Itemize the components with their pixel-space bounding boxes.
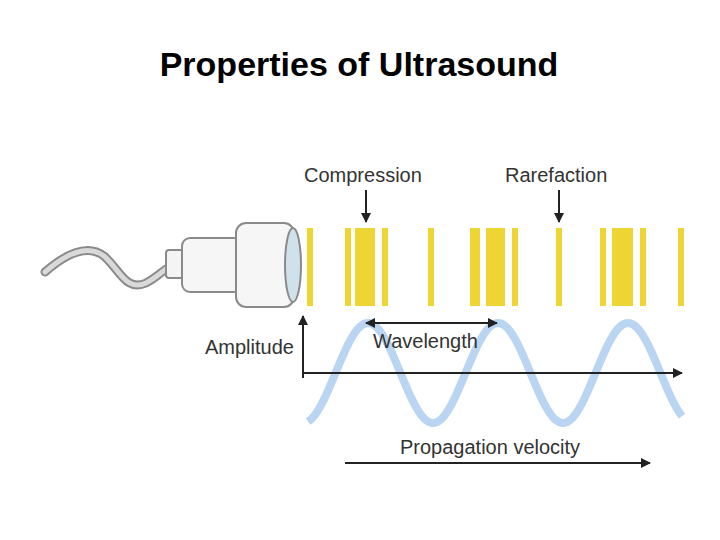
- pressure-band: [556, 228, 562, 306]
- transducer-face: [285, 228, 301, 302]
- pressure-band: [355, 228, 375, 306]
- amplitude-axis: [302, 316, 304, 378]
- pressure-band: [428, 228, 434, 306]
- pressure-band: [345, 228, 351, 306]
- pressure-band: [382, 228, 388, 306]
- pressure-band: [470, 228, 480, 306]
- pressure-band: [512, 228, 518, 306]
- pressure-band: [600, 228, 606, 306]
- dimension-label: Wavelength: [373, 330, 478, 352]
- pressure-band: [678, 228, 684, 306]
- pressure-band: [612, 228, 633, 306]
- slide-title: Properties of Ultrasound: [0, 46, 718, 83]
- arrow-label: Propagation velocity: [400, 436, 580, 458]
- pressure-band: [486, 228, 505, 306]
- callout-label: Compression: [304, 164, 422, 186]
- axis-label: Amplitude: [205, 336, 294, 358]
- transducer-cable: [45, 250, 178, 285]
- rarefaction-pointer: [558, 190, 560, 222]
- transducer-handle: [182, 238, 242, 292]
- pressure-bands: [307, 228, 684, 306]
- wavelength-dimension: [366, 322, 497, 324]
- pressure-band: [307, 228, 313, 306]
- compression-pointer: [365, 190, 367, 222]
- cable-highlight: [45, 250, 178, 285]
- velocity-arrow: [345, 462, 650, 464]
- distance-axis: [302, 372, 682, 374]
- pressure-band: [640, 228, 646, 306]
- callout-label: Rarefaction: [505, 164, 607, 186]
